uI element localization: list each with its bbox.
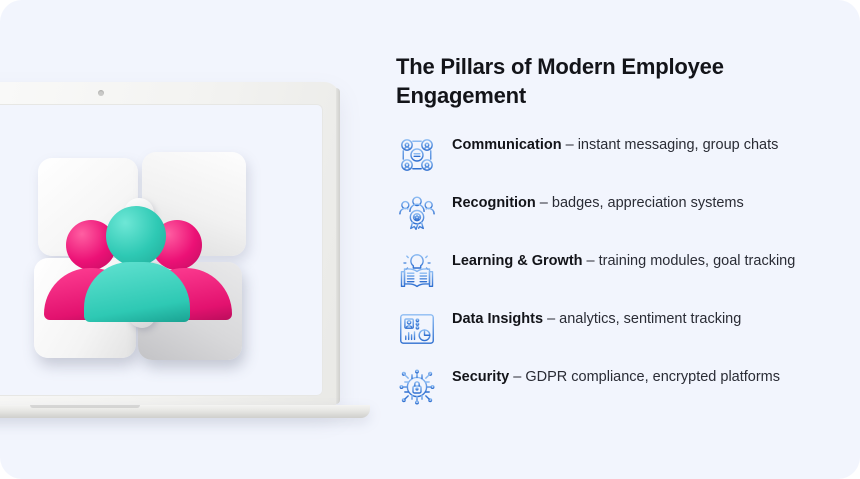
content-column: The Pillars of Modern Employee Engagemen… bbox=[396, 52, 826, 409]
pillar-separator: – bbox=[509, 368, 526, 385]
list-item: Learning & Growth – training modules, go… bbox=[396, 249, 826, 293]
pillars-list: Communication – instant messaging, group… bbox=[396, 133, 826, 409]
laptop-base bbox=[0, 405, 370, 418]
pillar-term: Security bbox=[452, 368, 510, 385]
security-circuit-lock-icon bbox=[396, 365, 438, 409]
list-item: Data Insights – analytics, sentiment tra… bbox=[396, 307, 826, 351]
laptop-illustration-panel bbox=[0, 0, 380, 479]
pillar-text: Data Insights – analytics, sentiment tra… bbox=[452, 307, 741, 330]
pillar-separator: – bbox=[582, 252, 599, 269]
pillar-text: Communication – instant messaging, group… bbox=[452, 133, 778, 156]
pillar-term: Data Insights bbox=[452, 310, 544, 327]
pillar-term: Learning & Growth bbox=[452, 252, 583, 269]
person-body-center-icon bbox=[84, 262, 190, 322]
page-title: The Pillars of Modern Employee Engagemen… bbox=[396, 54, 724, 109]
pillar-term: Communication bbox=[452, 136, 562, 153]
pillar-detail: badges, appreciation systems bbox=[551, 194, 744, 211]
pillar-text: Recognition – badges, appreciation syste… bbox=[452, 191, 744, 214]
list-item: Security – GDPR compliance, encrypted pl… bbox=[396, 365, 826, 409]
learning-book-lightbulb-icon bbox=[396, 249, 438, 293]
pillar-text: Security – GDPR compliance, encrypted pl… bbox=[452, 365, 780, 388]
pillar-detail: GDPR compliance, encrypted platforms bbox=[525, 368, 781, 385]
person-head-center-icon bbox=[106, 206, 166, 266]
data-insights-dashboard-icon bbox=[396, 307, 438, 351]
list-item: Communication – instant messaging, group… bbox=[396, 133, 826, 177]
list-item: Recognition – badges, appreciation syste… bbox=[396, 191, 826, 235]
pillar-detail: training modules, goal tracking bbox=[598, 252, 796, 269]
pillar-separator: – bbox=[561, 136, 578, 153]
communication-network-icon bbox=[396, 133, 438, 177]
webcam-dot-icon bbox=[98, 90, 104, 96]
pillar-term: Recognition bbox=[452, 194, 536, 211]
puzzle-teamwork-graphic bbox=[32, 150, 262, 370]
pillar-text: Learning & Growth – training modules, go… bbox=[452, 249, 795, 272]
pillar-detail: analytics, sentiment tracking bbox=[559, 310, 742, 327]
pillar-detail: instant messaging, group chats bbox=[577, 136, 779, 153]
pillar-separator: – bbox=[535, 194, 552, 211]
pillar-separator: – bbox=[543, 310, 560, 327]
recognition-award-icon bbox=[396, 191, 438, 235]
